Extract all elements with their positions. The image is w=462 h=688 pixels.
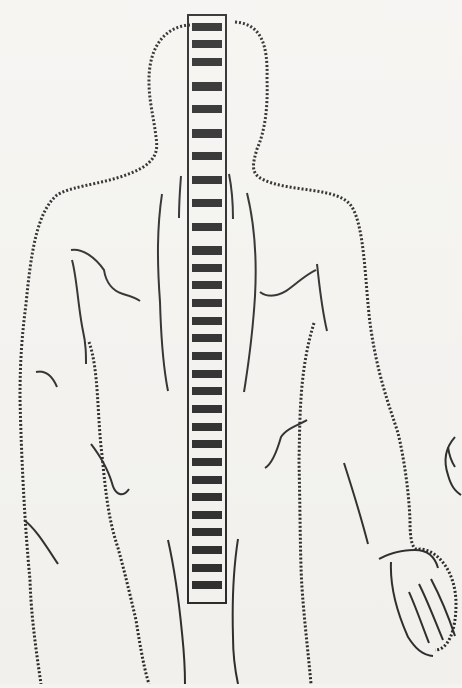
- paper-background: [0, 0, 462, 684]
- anatomical-figure: [0, 0, 462, 684]
